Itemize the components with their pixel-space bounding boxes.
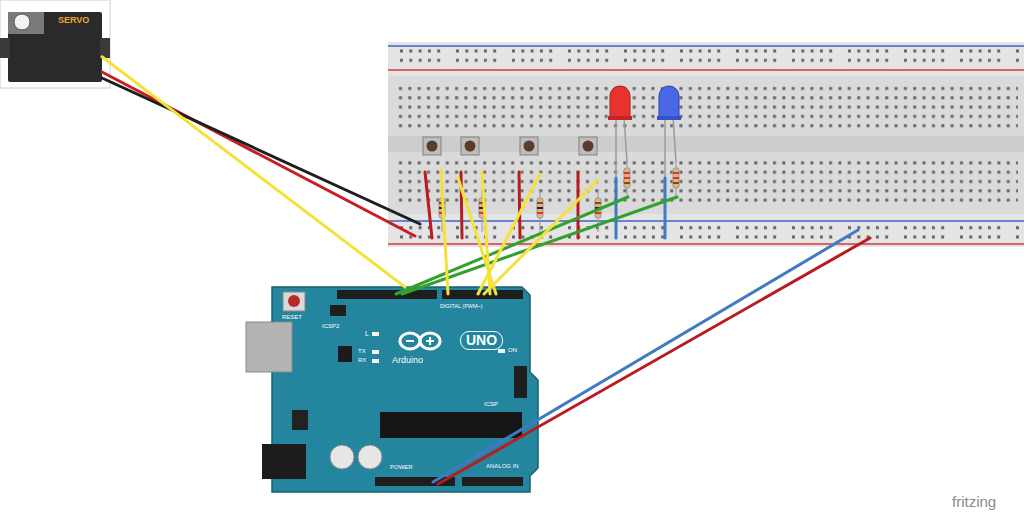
power-rail: [388, 42, 1024, 76]
header-label: ANALOG IN: [486, 463, 519, 470]
rail-line: [388, 45, 1024, 47]
board-label: L: [365, 330, 369, 338]
usb-port: [246, 322, 292, 372]
board-label: RX: [358, 357, 366, 364]
icsp-header: [330, 305, 346, 316]
chip: [338, 346, 352, 362]
header-label: DIGITAL (PWM~): [440, 303, 483, 309]
wire: [102, 72, 870, 484]
rail-line: [388, 243, 1024, 245]
servo-frame: [0, 0, 110, 88]
board-label: ON: [508, 347, 517, 354]
header: [462, 477, 523, 486]
model-name: UNO: [460, 331, 503, 350]
smd-led: [372, 350, 379, 354]
board-label: TX: [358, 348, 366, 355]
smd-led: [372, 359, 379, 363]
reset-button: [288, 295, 300, 307]
header: [442, 290, 523, 299]
header-label: POWER: [390, 464, 413, 471]
board-label: RESET: [282, 314, 302, 321]
servo-tab: [0, 38, 10, 58]
part-label: SERVO: [58, 16, 89, 26]
center-channel: [388, 136, 1024, 152]
regulator: [292, 410, 308, 430]
reset-button: [283, 292, 305, 311]
rail-holes: [400, 224, 1020, 243]
arduino-logo: [400, 333, 440, 349]
arduino-board: RESET ICSP2L TX RX Arduino UNO ON DIGITAL (PWM~…: [272, 287, 530, 493]
smd-led: [498, 349, 505, 353]
rail-holes: [400, 49, 1020, 68]
power-rail: [388, 214, 1024, 247]
power-jack: [262, 444, 306, 479]
breadboard-holes: [396, 84, 1018, 131]
wire: [425, 172, 665, 238]
smd-led: [372, 332, 379, 336]
arduino-pcb: [272, 287, 538, 492]
watermark: fritzing: [952, 494, 996, 511]
resistor-symbol: [439, 162, 679, 232]
capacitor: [330, 445, 354, 469]
microcontroller: [380, 412, 522, 438]
board-label: ICSP: [484, 401, 498, 408]
servo-body: SERVO: [8, 12, 102, 82]
header: [337, 290, 437, 299]
icsp-header: [514, 366, 527, 398]
push-button: [423, 137, 597, 155]
brand-name: Arduino: [392, 356, 423, 366]
servo-body-shape: [8, 12, 102, 82]
breadboard-holes: [396, 156, 1018, 203]
capacitor: [358, 445, 382, 469]
rail-line: [388, 69, 1024, 71]
servo-horn: [14, 14, 30, 30]
servo-tab: [100, 38, 110, 58]
led: [608, 86, 681, 178]
rail-line: [388, 220, 1024, 222]
servo-signal-wire: [102, 57, 405, 287]
servo-top: [8, 12, 44, 34]
board-label: ICSP2: [322, 323, 339, 330]
